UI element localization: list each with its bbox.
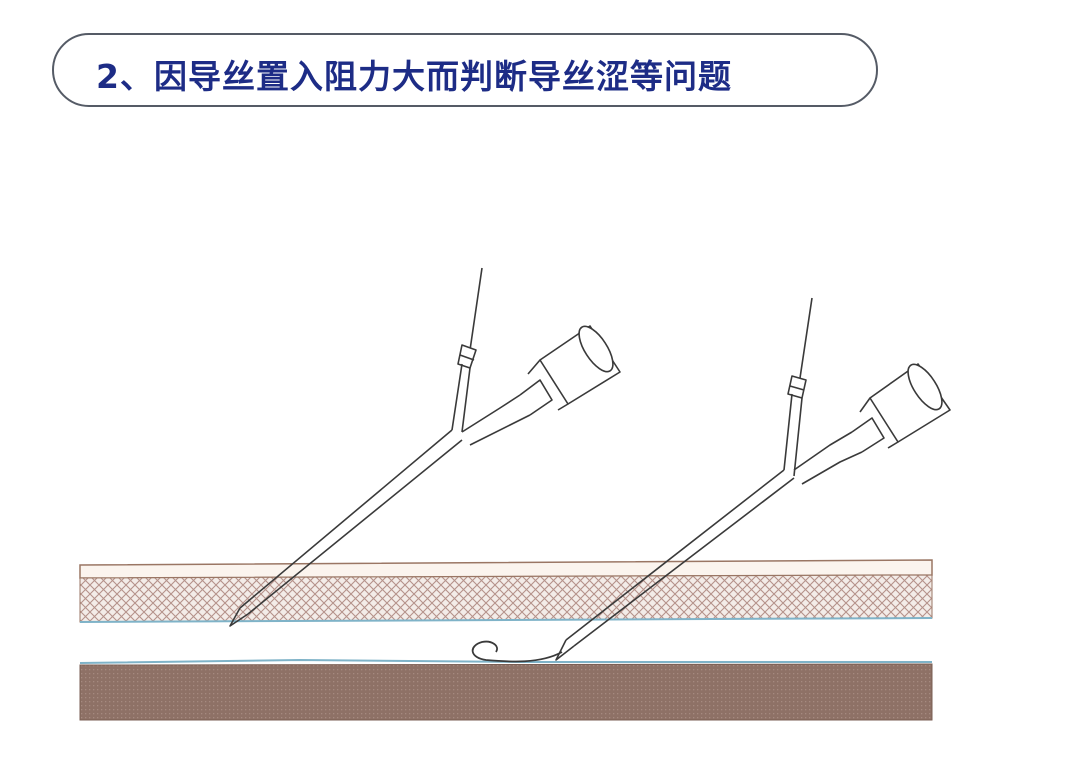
guidewire-icon — [799, 297, 813, 379]
title-text: 2、因导丝置入阻力大而判断导丝涩等问题 — [96, 57, 732, 96]
guidewire-icon — [469, 267, 483, 351]
vessel-lumen — [80, 620, 932, 663]
deep-tissue-layer — [79, 663, 933, 721]
vessel-wall-top — [79, 617, 933, 623]
guidewire-icon — [471, 640, 563, 663]
title-banner: 2、因导丝置入阻力大而判断导丝涩等问题 — [52, 33, 878, 107]
needle-syringe-icon — [229, 267, 621, 627]
needle-syringe-icon — [471, 297, 951, 663]
vessel-wall-bottom — [79, 658, 932, 664]
tissue-layers — [79, 559, 933, 721]
subcutaneous-mesh-layer — [79, 574, 933, 623]
